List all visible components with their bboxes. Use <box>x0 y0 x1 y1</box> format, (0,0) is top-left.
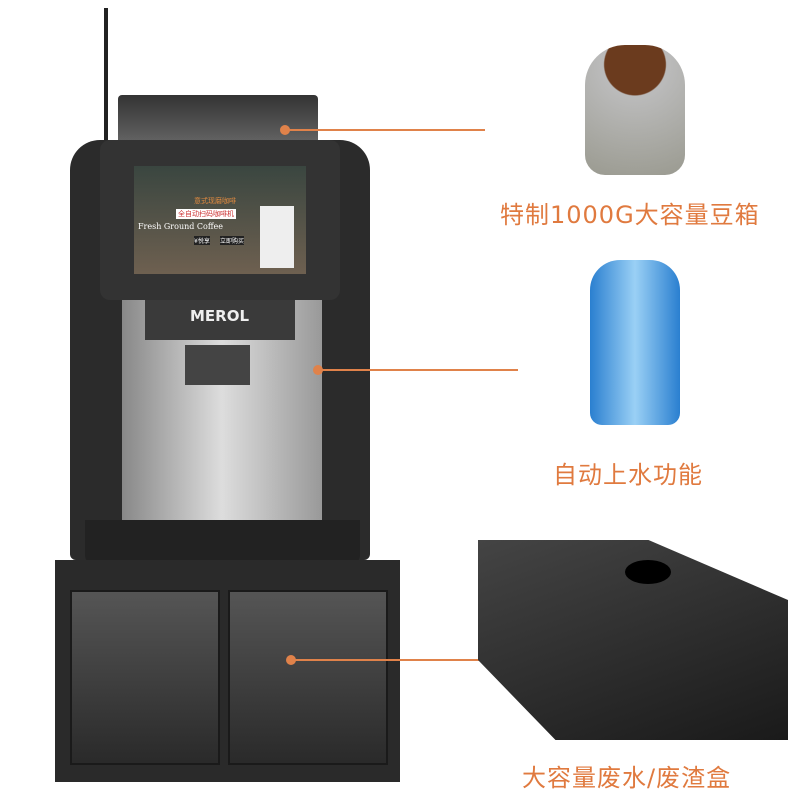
brand-logo: MEROL <box>190 307 250 325</box>
callout-line <box>318 369 518 371</box>
waste-drawer-right <box>228 590 388 765</box>
waste-box-hole <box>625 560 671 584</box>
screen-text: Fresh Ground Coffee <box>138 222 223 231</box>
callout-line <box>291 659 486 661</box>
screen: 意式现磨咖啡 全自动扫码咖啡机 Fresh Ground Coffee ¥悦享 … <box>134 166 306 274</box>
bean-hopper <box>118 95 318 145</box>
callout-beans: 特制1000G大容量豆箱 <box>500 201 760 229</box>
callout-line <box>285 129 485 131</box>
screen-text: ¥悦享 <box>194 236 210 245</box>
screen-text: 全自动扫码咖啡机 <box>176 209 236 219</box>
callout-waste: 大容量废水/废渣盒 <box>522 764 732 792</box>
waste-drawer-left <box>70 590 220 765</box>
screen-button: 立即购买 <box>220 236 245 245</box>
screen-text: 意式现磨咖啡 <box>194 197 236 205</box>
water-bottle <box>590 260 680 425</box>
brand-panel <box>145 300 295 340</box>
cup-image <box>260 206 294 268</box>
spout <box>185 345 250 385</box>
drip-tray <box>85 520 360 565</box>
callout-water: 自动上水功能 <box>553 461 703 489</box>
coffee-bean-sack <box>585 45 685 175</box>
antenna <box>104 8 108 148</box>
